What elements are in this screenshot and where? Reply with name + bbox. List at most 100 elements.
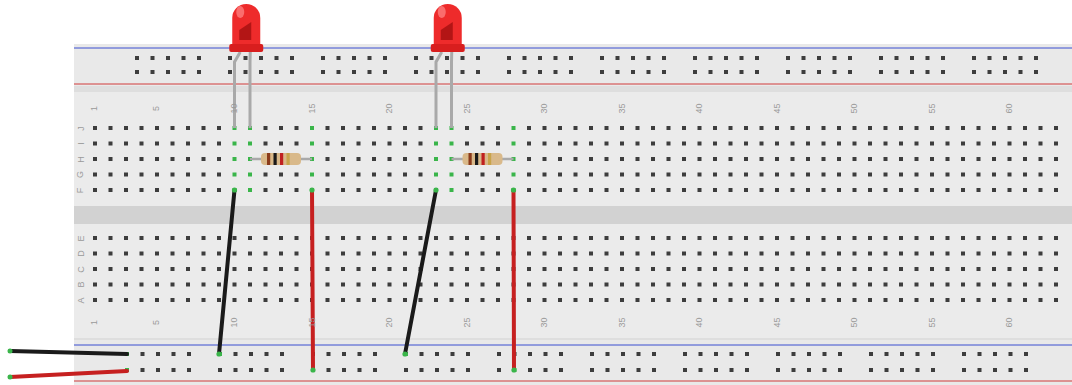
hole <box>589 236 593 240</box>
hole <box>295 267 299 271</box>
hole <box>326 173 330 177</box>
hole <box>357 252 361 256</box>
breadboard-body <box>74 44 1072 385</box>
hole <box>357 188 361 192</box>
column-number: 15 <box>307 103 316 113</box>
hole <box>372 157 376 161</box>
rail-hole <box>823 352 827 356</box>
row-letter: A <box>76 297 85 303</box>
rail-hole <box>988 70 992 74</box>
hole <box>667 188 671 192</box>
hole <box>403 252 407 256</box>
hole <box>419 157 423 161</box>
hole <box>744 173 748 177</box>
led-leg <box>450 52 453 128</box>
hole <box>791 298 795 302</box>
hole <box>760 298 764 302</box>
rail-hole <box>337 56 341 60</box>
hole <box>899 126 903 130</box>
hole <box>496 188 500 192</box>
resistor-band <box>482 153 485 165</box>
rail-hole <box>538 56 542 60</box>
hole <box>1039 157 1043 161</box>
rail-hole <box>151 56 155 60</box>
hole <box>372 298 376 302</box>
column-number: 20 <box>385 317 394 327</box>
rail-hole <box>621 352 625 356</box>
hole <box>124 252 128 256</box>
hole <box>915 142 919 146</box>
hole <box>605 157 609 161</box>
rail-hole <box>745 368 749 372</box>
hole <box>202 298 206 302</box>
hole <box>140 173 144 177</box>
hole <box>295 283 299 287</box>
rail-hole <box>941 56 945 60</box>
hole <box>217 173 221 177</box>
hole <box>574 126 578 130</box>
hole <box>853 267 857 271</box>
rail-hole <box>507 56 511 60</box>
hole <box>543 252 547 256</box>
hole <box>977 298 981 302</box>
hole <box>775 252 779 256</box>
hole <box>481 298 485 302</box>
hole <box>837 283 841 287</box>
hole <box>698 157 702 161</box>
rail-hole <box>172 368 176 372</box>
hole <box>946 252 950 256</box>
rail-hole <box>461 70 465 74</box>
hole <box>512 188 516 192</box>
hole <box>884 252 888 256</box>
hole <box>155 252 159 256</box>
hole <box>1008 126 1012 130</box>
hole <box>884 236 888 240</box>
hole <box>992 267 996 271</box>
hole <box>806 267 810 271</box>
rail-hole <box>848 70 852 74</box>
hole <box>434 173 438 177</box>
hole <box>1054 267 1058 271</box>
hole <box>620 126 624 130</box>
hole <box>434 142 438 146</box>
hole <box>1039 298 1043 302</box>
hole <box>279 283 283 287</box>
hole <box>217 188 221 192</box>
hole <box>357 298 361 302</box>
rail-hole <box>156 352 160 356</box>
hole <box>481 126 485 130</box>
hole <box>946 126 950 130</box>
hole <box>899 188 903 192</box>
hole <box>620 267 624 271</box>
hole <box>496 267 500 271</box>
hole <box>357 142 361 146</box>
hole <box>388 142 392 146</box>
hole <box>558 157 562 161</box>
hole <box>1039 236 1043 240</box>
hole <box>837 188 841 192</box>
hole <box>357 267 361 271</box>
hole <box>822 142 826 146</box>
wire-end <box>8 375 13 380</box>
rail-hole <box>693 70 697 74</box>
rail-hole <box>1009 352 1013 356</box>
hole <box>434 283 438 287</box>
hole <box>341 267 345 271</box>
hole <box>884 283 888 287</box>
hole <box>310 188 314 192</box>
hole <box>915 188 919 192</box>
rail-hole <box>900 368 904 372</box>
hole <box>837 252 841 256</box>
hole <box>713 173 717 177</box>
hole <box>667 252 671 256</box>
hole <box>233 236 237 240</box>
hole <box>109 126 113 130</box>
hole <box>93 173 97 177</box>
hole <box>806 126 810 130</box>
rail-hole <box>166 56 170 60</box>
hole <box>295 236 299 240</box>
hole <box>729 173 733 177</box>
hole <box>202 267 206 271</box>
hole <box>527 298 531 302</box>
hole <box>589 188 593 192</box>
